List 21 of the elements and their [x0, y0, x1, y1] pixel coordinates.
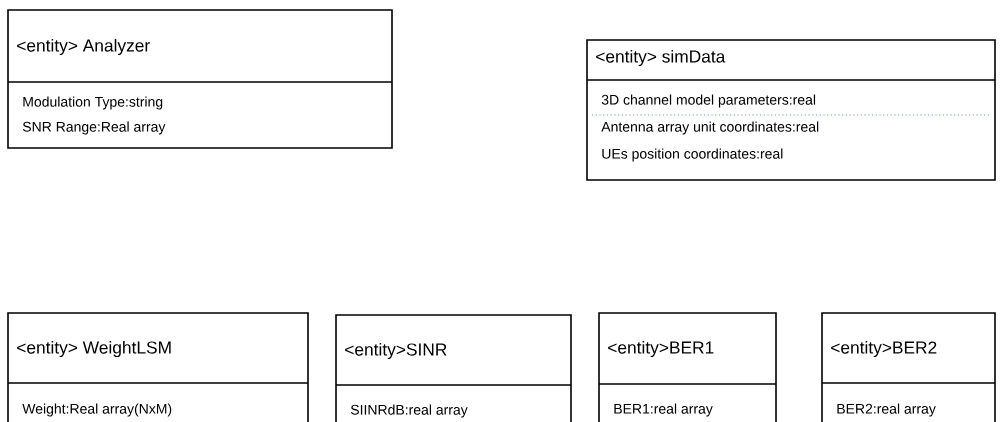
entity-box: [598, 312, 777, 422]
entity-title: <entity>BER1: [608, 340, 714, 358]
attribute-text: 3D channel model parameters:real: [601, 94, 816, 108]
attribute-text: BER2:real array: [837, 403, 936, 417]
attribute-text: SNR Range:Real array: [22, 121, 166, 135]
attribute-text: Weight:Real array(NxM): [22, 403, 172, 417]
attribute-text: Modulation Type:string: [23, 96, 163, 110]
entity-box: [586, 39, 996, 181]
entity-box: [7, 9, 393, 149]
entity-title: <entity> WeightLSM: [17, 340, 171, 358]
attribute-text: Antenna array unit coordinates:real: [601, 121, 819, 135]
attribute-text: SIINRdB:real array: [350, 404, 468, 418]
entity-title: <entity>BER2: [831, 340, 937, 358]
entity-title: <entity>SINR: [345, 342, 447, 360]
entity-box: [821, 312, 996, 422]
entity-title: <entity> simData: [596, 49, 726, 67]
entity-box: [335, 314, 572, 422]
attribute-text: BER1:real array: [614, 403, 713, 417]
entity-box: [7, 312, 309, 422]
attribute-text: UEs position coordinates:real: [602, 148, 783, 162]
entity-title: <entity> Analyzer: [17, 38, 150, 56]
